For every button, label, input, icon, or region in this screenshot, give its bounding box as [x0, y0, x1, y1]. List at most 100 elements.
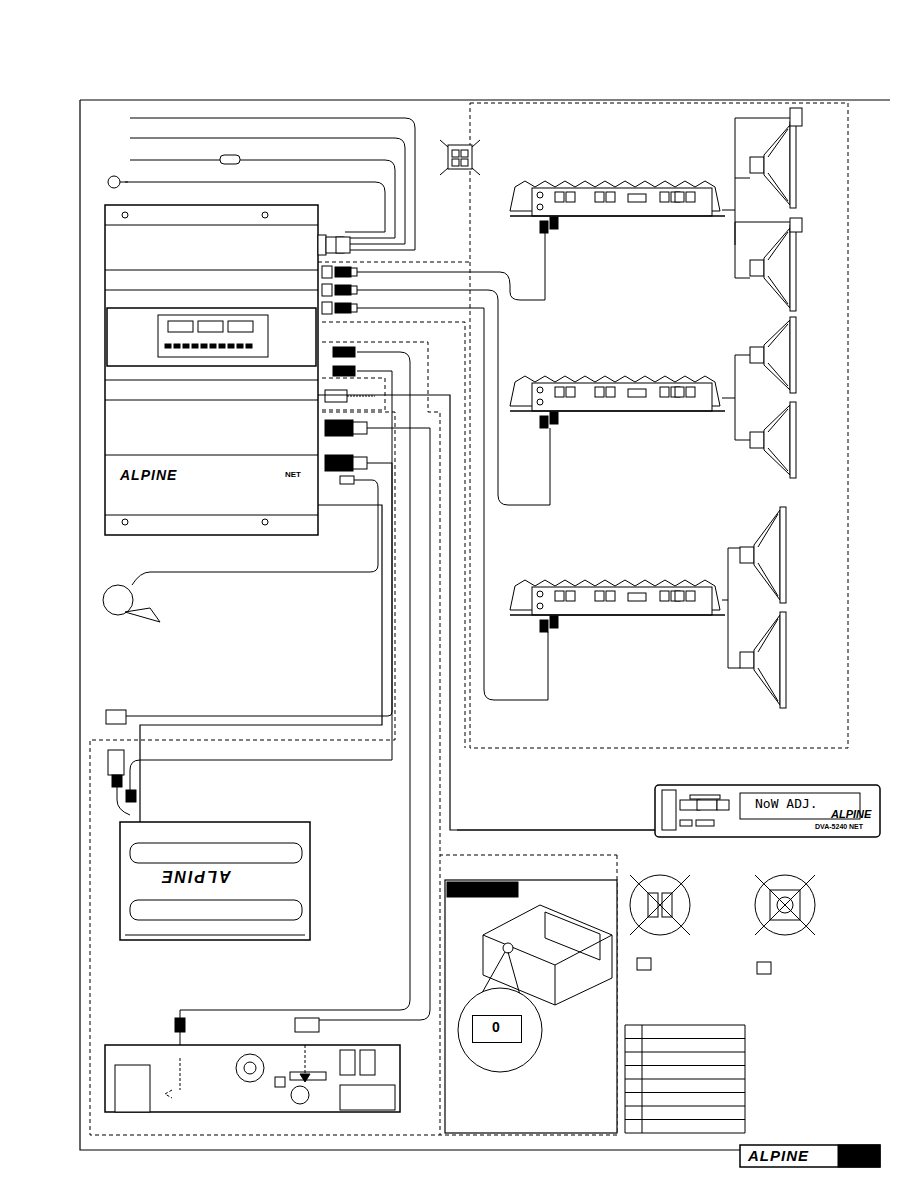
terminal: [555, 591, 564, 601]
cable-connector: [140, 505, 382, 822]
gain-knob: [537, 387, 543, 393]
din-plug-end: [353, 457, 367, 469]
speaker-magnet: [740, 652, 754, 668]
speaker-rim: [780, 507, 786, 603]
terminal: [606, 387, 615, 397]
led-dot: [237, 344, 243, 348]
terminal: [566, 387, 575, 397]
speaker-cone: [764, 228, 790, 308]
speaker-cone: [764, 320, 790, 390]
amplifier-base: [510, 410, 725, 412]
rca-tip: [351, 286, 357, 294]
speaker-rim: [790, 402, 796, 478]
terminal: [595, 387, 604, 397]
inset-header: [447, 882, 518, 897]
switch: [628, 593, 646, 601]
led-dot: [183, 344, 189, 348]
mount-hole: [122, 519, 128, 525]
head-unit-button: [697, 800, 717, 810]
antenna-jack: [236, 1054, 264, 1082]
rca-body: [322, 266, 332, 278]
amplifier-panel: [532, 587, 712, 615]
rca-cable: [357, 290, 550, 505]
speaker-cone: [754, 510, 780, 600]
node-text: 0: [492, 1020, 500, 1035]
speaker-rim: [790, 122, 796, 208]
table-line: [625, 1038, 745, 1039]
rca-tip: [351, 268, 357, 276]
speaker-rim: [790, 225, 796, 311]
rca-plug: [333, 366, 355, 376]
gain-knob: [537, 204, 543, 210]
rca-cable: [180, 352, 410, 1050]
din-plug: [112, 775, 122, 787]
ainet-socket: [291, 1086, 309, 1104]
ainet-plug: [325, 390, 347, 402]
connector-pin: [461, 150, 468, 157]
node-text: ALPINE: [160, 867, 231, 885]
speaker-line: [768, 409, 788, 471]
led-dot: [246, 344, 252, 348]
dashed-region: [470, 103, 848, 748]
microphone-clip: [125, 608, 160, 622]
speaker-rim: [780, 612, 786, 708]
processor-unit: ALPINENET: [105, 205, 318, 535]
terminal: [555, 387, 564, 397]
gain-knob: [537, 603, 543, 609]
terminal: [675, 387, 684, 397]
connector-pin: [452, 159, 459, 166]
head-unit-body: [655, 785, 880, 837]
speaker-rim: [790, 317, 796, 393]
terminal: [660, 591, 669, 601]
terminal: [660, 387, 669, 397]
terminal: [606, 591, 615, 601]
speaker-line: [768, 324, 788, 386]
speaker-cone: [754, 615, 780, 705]
led-dot: [228, 344, 234, 348]
amplifier-base: [510, 614, 725, 616]
dashed-region: [322, 322, 465, 748]
mount-hole: [262, 212, 268, 218]
chassis-rear: [105, 1045, 400, 1112]
speaker-magnet: [750, 347, 764, 363]
table-line: [625, 1106, 745, 1107]
iso-connector: [340, 1085, 395, 1110]
table-line: [625, 1079, 745, 1080]
table-line: [625, 1025, 745, 1133]
speaker-wire: [722, 548, 740, 668]
table-line: [625, 1119, 745, 1120]
head-unit-button: [696, 820, 714, 826]
rca-plug: [335, 285, 351, 295]
din-plug: [295, 1018, 319, 1032]
terminal: [566, 591, 575, 601]
head-unit-button: [680, 820, 692, 826]
terminal: [686, 591, 695, 601]
dashed-region: [322, 342, 617, 855]
antenna-jack-inner: [244, 1062, 256, 1074]
unit-front: [545, 912, 600, 960]
mount-hole: [122, 212, 128, 218]
head-unit-button: [690, 795, 720, 799]
table-line: [625, 1052, 745, 1053]
connector-pin: [648, 893, 658, 917]
processor-housing: [105, 205, 318, 535]
amplifier-panel: [532, 383, 712, 411]
rca-plug: [550, 616, 558, 628]
din-plug-end: [353, 422, 367, 434]
head-unit-button: [662, 790, 676, 830]
frame-line: [80, 100, 740, 1150]
dashed-region: [318, 262, 470, 263]
control-panel: [107, 308, 316, 366]
led-dot: [201, 344, 207, 348]
led-dot: [174, 344, 180, 348]
amplifier-panel: [532, 188, 712, 216]
ground-terminal: [108, 176, 128, 188]
callout-box: [637, 958, 651, 970]
speaker-magnet: [740, 547, 754, 563]
arrow-head: [300, 1074, 310, 1082]
connector-block: [318, 235, 326, 255]
changer-base: [125, 935, 305, 936]
table-line: [625, 1092, 745, 1093]
